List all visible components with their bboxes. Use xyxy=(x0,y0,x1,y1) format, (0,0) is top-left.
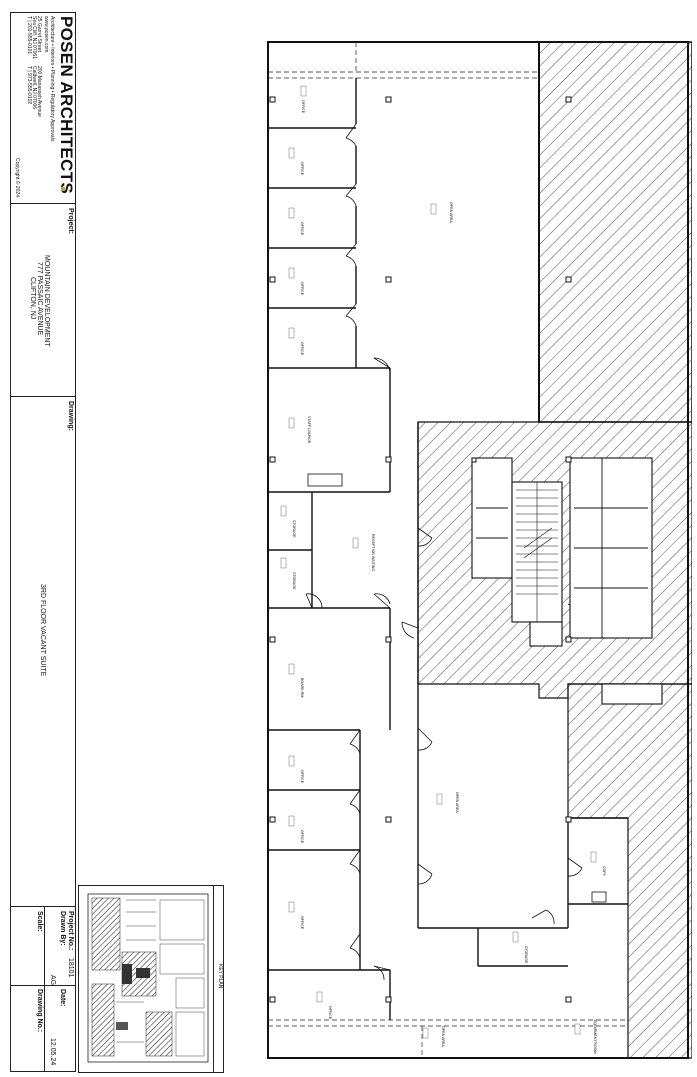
hatched-area-north xyxy=(538,41,692,423)
project-line-2: 777 PASSAIC AVENUE xyxy=(36,262,43,336)
firm-phone-2: T | 973-555-0102 xyxy=(26,66,32,105)
title-vsplit xyxy=(44,906,45,1072)
room-label-text: BOARD RM xyxy=(300,678,304,697)
firm-copyright: Copyright © 2024 xyxy=(14,158,20,197)
room-label-text: OFFICE xyxy=(300,162,304,176)
title-divider-4 xyxy=(10,985,76,986)
firm-name: POSEN ARCHITECTS xyxy=(57,16,76,194)
room-label-text: OFFICE xyxy=(300,282,304,296)
hatched-area-south xyxy=(567,683,692,1059)
firm-website: www.posen.com xyxy=(43,16,49,53)
drawing-label: Drawing: xyxy=(67,401,74,431)
room-label-text: STAFF LOUNGE xyxy=(307,416,311,444)
room-label-text: OFFICE xyxy=(301,100,305,114)
room-label-office-1: OFFICE xyxy=(300,85,307,114)
room-label-copy: COPY xyxy=(590,851,606,877)
firm-tagline: Architecture • Interiors • Planning • Re… xyxy=(49,16,55,142)
room-label-text: EQUIPMENT ROOM xyxy=(593,1020,597,1053)
room-label-text: OPEN AREA xyxy=(455,792,459,813)
room-label-staff-lounge: STAFF LOUNGE xyxy=(288,416,311,444)
room-label-text: OFFICE xyxy=(300,342,304,356)
room-label-office-8: OFFICE xyxy=(288,901,304,930)
floor-plan: OFFICE OFFICE OFFICE OFFICE OFFICE OPEN … xyxy=(267,41,692,1059)
date-label: Date: xyxy=(59,989,66,1007)
room-label-office-4: OFFICE xyxy=(288,267,304,296)
room-label-text: STORAGE xyxy=(292,572,296,590)
room-label-office-5: OFFICE xyxy=(288,327,304,356)
room-label-text: OPEN AREA xyxy=(449,202,453,223)
room-label-open-area-2: OPEN AREA xyxy=(436,792,459,813)
room-label-text: RECEPTION WAITING xyxy=(371,534,375,571)
room-label-text: OFFICE xyxy=(300,770,304,784)
project-line-3: CLIFTON, NJ xyxy=(29,277,36,320)
drawing-title: 3RD FLOOR VACANT SUITE xyxy=(39,584,46,677)
title-divider-1 xyxy=(10,203,76,204)
room-label-text: OFFICE xyxy=(300,830,304,844)
room-label-office-3: OFFICE xyxy=(288,207,304,236)
drawn-by-label: Drawn By: xyxy=(59,911,66,946)
project-label: Project: xyxy=(67,208,74,235)
title-divider-3 xyxy=(10,906,76,907)
project-no-label: Project No.: xyxy=(67,911,74,951)
drawing-no-label: Drawing No.: xyxy=(36,989,43,1033)
room-label-office-6: OFFICE xyxy=(288,755,304,784)
key-plan-diagram xyxy=(87,893,209,1063)
room-label-office-2: OFFICE xyxy=(288,147,304,176)
date-value: 12.05.24 xyxy=(49,1038,56,1066)
room-label-open-area-1: OPEN AREA xyxy=(430,202,453,223)
room-label-storage-2: STORAGE xyxy=(280,557,296,590)
project-line-1: MOUNTAIN DEVELOPMENT xyxy=(43,255,50,347)
room-label-office-9: OFFICE xyxy=(316,991,332,1020)
firm-dot-icon xyxy=(61,187,65,191)
room-label-text: OFFICE xyxy=(300,222,304,236)
project-no-value: 18101 xyxy=(67,958,74,978)
key-plan-label-band xyxy=(213,885,214,1073)
room-label-equipment: EQUIPMENT ROOM xyxy=(574,1020,597,1053)
room-label-text: OPEN AREA xyxy=(441,1026,445,1047)
room-label-text: OFFICE xyxy=(328,1006,332,1020)
title-divider-2 xyxy=(10,396,76,397)
title-block xyxy=(10,12,76,1072)
room-label-storage-1: STORAGE xyxy=(280,505,296,538)
room-label-text: STORAGE xyxy=(292,520,296,538)
key-plan-label: KEY PLAN xyxy=(217,964,223,989)
firm-phone-1: T | 201-555-0101 xyxy=(26,16,32,55)
scale-label: Scale: xyxy=(36,911,43,932)
room-label-text: OFFICE xyxy=(300,916,304,930)
stair xyxy=(516,482,558,622)
room-label-storage-3: STORAGE xyxy=(512,931,528,964)
room-label-text: STORAGE xyxy=(524,946,528,964)
key-plan-frame xyxy=(78,885,224,1073)
room-label-text: COPY xyxy=(602,866,606,877)
drawn-by-value: AG xyxy=(49,975,56,986)
room-label-board-rm: BOARD RM xyxy=(288,663,304,697)
room-label-reception: RECEPTION WAITING xyxy=(352,534,375,571)
room-label-office-7: OFFICE xyxy=(288,815,304,844)
room-label-open-area-3: OPEN AREA xyxy=(422,1026,445,1047)
